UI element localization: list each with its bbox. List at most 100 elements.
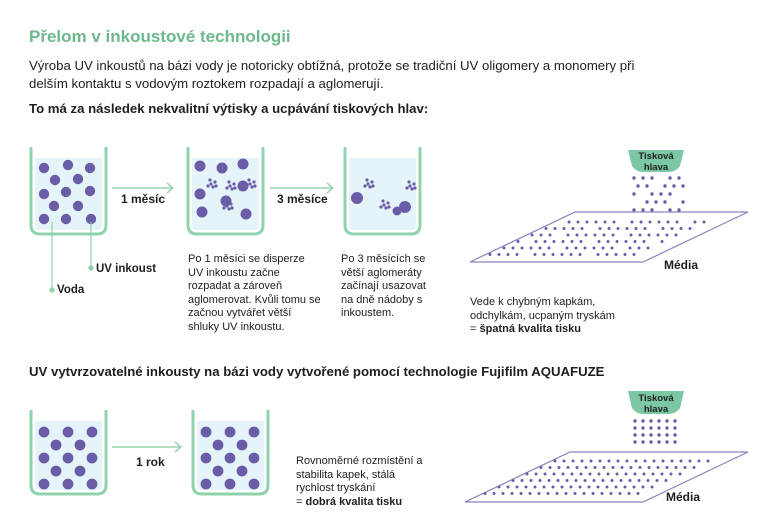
printed-dot (573, 492, 577, 495)
printed-dot (597, 472, 601, 476)
printed-dot (605, 253, 609, 256)
ink-droplet (668, 192, 672, 196)
printed-dot (542, 485, 546, 489)
ink-agglomerate (386, 201, 390, 205)
printed-dot (593, 466, 597, 469)
printed-dot (551, 485, 555, 489)
ink-droplet (654, 200, 658, 204)
printed-dot (624, 472, 628, 476)
printed-dot (706, 459, 710, 463)
ink-particle (212, 465, 224, 477)
printed-dot (634, 459, 638, 463)
media-sheet-bad (469, 176, 749, 263)
printed-dot (664, 479, 668, 482)
ink-agglomerate (410, 187, 414, 191)
result-good-prefix: = (296, 495, 306, 508)
printed-dot (534, 240, 538, 243)
ink-droplet (659, 192, 663, 196)
ink-droplet (657, 419, 661, 423)
printed-dot (564, 492, 568, 495)
printed-dot (648, 220, 652, 224)
printed-dot (533, 253, 537, 256)
ink-agglomerate (253, 184, 257, 188)
ink-agglomerate (381, 199, 385, 203)
printed-dot (584, 466, 588, 469)
ink-agglomerate (252, 180, 256, 184)
printed-dot (571, 227, 575, 230)
ink-agglomerate (408, 184, 412, 188)
printed-dot (623, 485, 627, 489)
label-water: Voda (57, 284, 85, 296)
ink-particle (399, 201, 411, 213)
printed-dot (570, 240, 574, 243)
printed-dot (562, 459, 566, 463)
ink-agglomerate (379, 205, 383, 209)
printed-dot (602, 233, 606, 237)
printed-dot (607, 227, 611, 230)
ink-droplet (681, 200, 685, 204)
printed-dot (666, 220, 670, 224)
printed-dot (501, 492, 505, 495)
print-head-bad (628, 150, 684, 172)
printed-dot (565, 479, 569, 482)
ink-particle (62, 426, 74, 438)
ink-particle (50, 465, 62, 477)
printed-dot (598, 227, 602, 230)
printed-dot (632, 485, 636, 489)
printed-dot (606, 240, 610, 243)
printed-dot (628, 246, 632, 250)
ink-particle (62, 159, 74, 171)
ink-droplet (668, 176, 672, 180)
ink-particle (50, 439, 62, 451)
ink-droplet (673, 433, 677, 437)
printed-dot (492, 492, 496, 495)
ink-agglomerate (371, 184, 375, 188)
beaker-good-1-year (191, 410, 270, 496)
printed-dot (634, 227, 638, 230)
printed-dot (575, 233, 579, 237)
ink-droplet (632, 176, 636, 180)
printed-dot (570, 472, 574, 476)
ink-droplet (665, 440, 669, 444)
printed-dot (525, 472, 529, 476)
ink-particle (38, 162, 50, 174)
printed-dot (534, 472, 538, 476)
ink-droplet (681, 184, 685, 188)
printed-dot (582, 492, 586, 495)
arrow-1-year (112, 441, 183, 453)
ink-agglomerate (407, 180, 411, 184)
result-good: Rovnoměrné rozmístění a stabilita kapek,… (296, 455, 431, 509)
printed-dot (641, 485, 645, 489)
printed-dot (506, 253, 510, 256)
ink-particle (38, 426, 50, 438)
printed-dot (574, 246, 578, 250)
printed-dot (542, 253, 546, 256)
printed-dot (702, 220, 706, 224)
ink-droplet (663, 200, 667, 204)
printed-dot (601, 246, 605, 250)
printed-dot (630, 220, 634, 224)
printed-dot (609, 492, 613, 495)
printed-dot (560, 253, 564, 256)
printed-dot (574, 479, 578, 482)
arrow-1-month (112, 182, 175, 194)
printed-dot (643, 227, 647, 230)
printed-dot (538, 246, 542, 250)
printed-dot (656, 233, 660, 237)
ink-droplet (633, 426, 637, 430)
ink-droplet (633, 440, 637, 444)
printed-dot (600, 492, 604, 495)
printed-dot (642, 240, 646, 243)
ink-particle (38, 478, 50, 490)
ink-droplet (665, 426, 669, 430)
result-bad: Vede k chybným kapkám, odchylkám, ucpaný… (470, 296, 645, 337)
printed-dot (629, 233, 633, 237)
printed-dot (629, 466, 633, 469)
ink-agglomerate (412, 182, 416, 186)
ink-agglomerate (225, 204, 229, 208)
printed-dot (497, 253, 501, 256)
ink-droplet (641, 176, 645, 180)
ink-particle (74, 465, 86, 477)
printed-dot (538, 479, 542, 482)
printed-dot (636, 492, 640, 495)
